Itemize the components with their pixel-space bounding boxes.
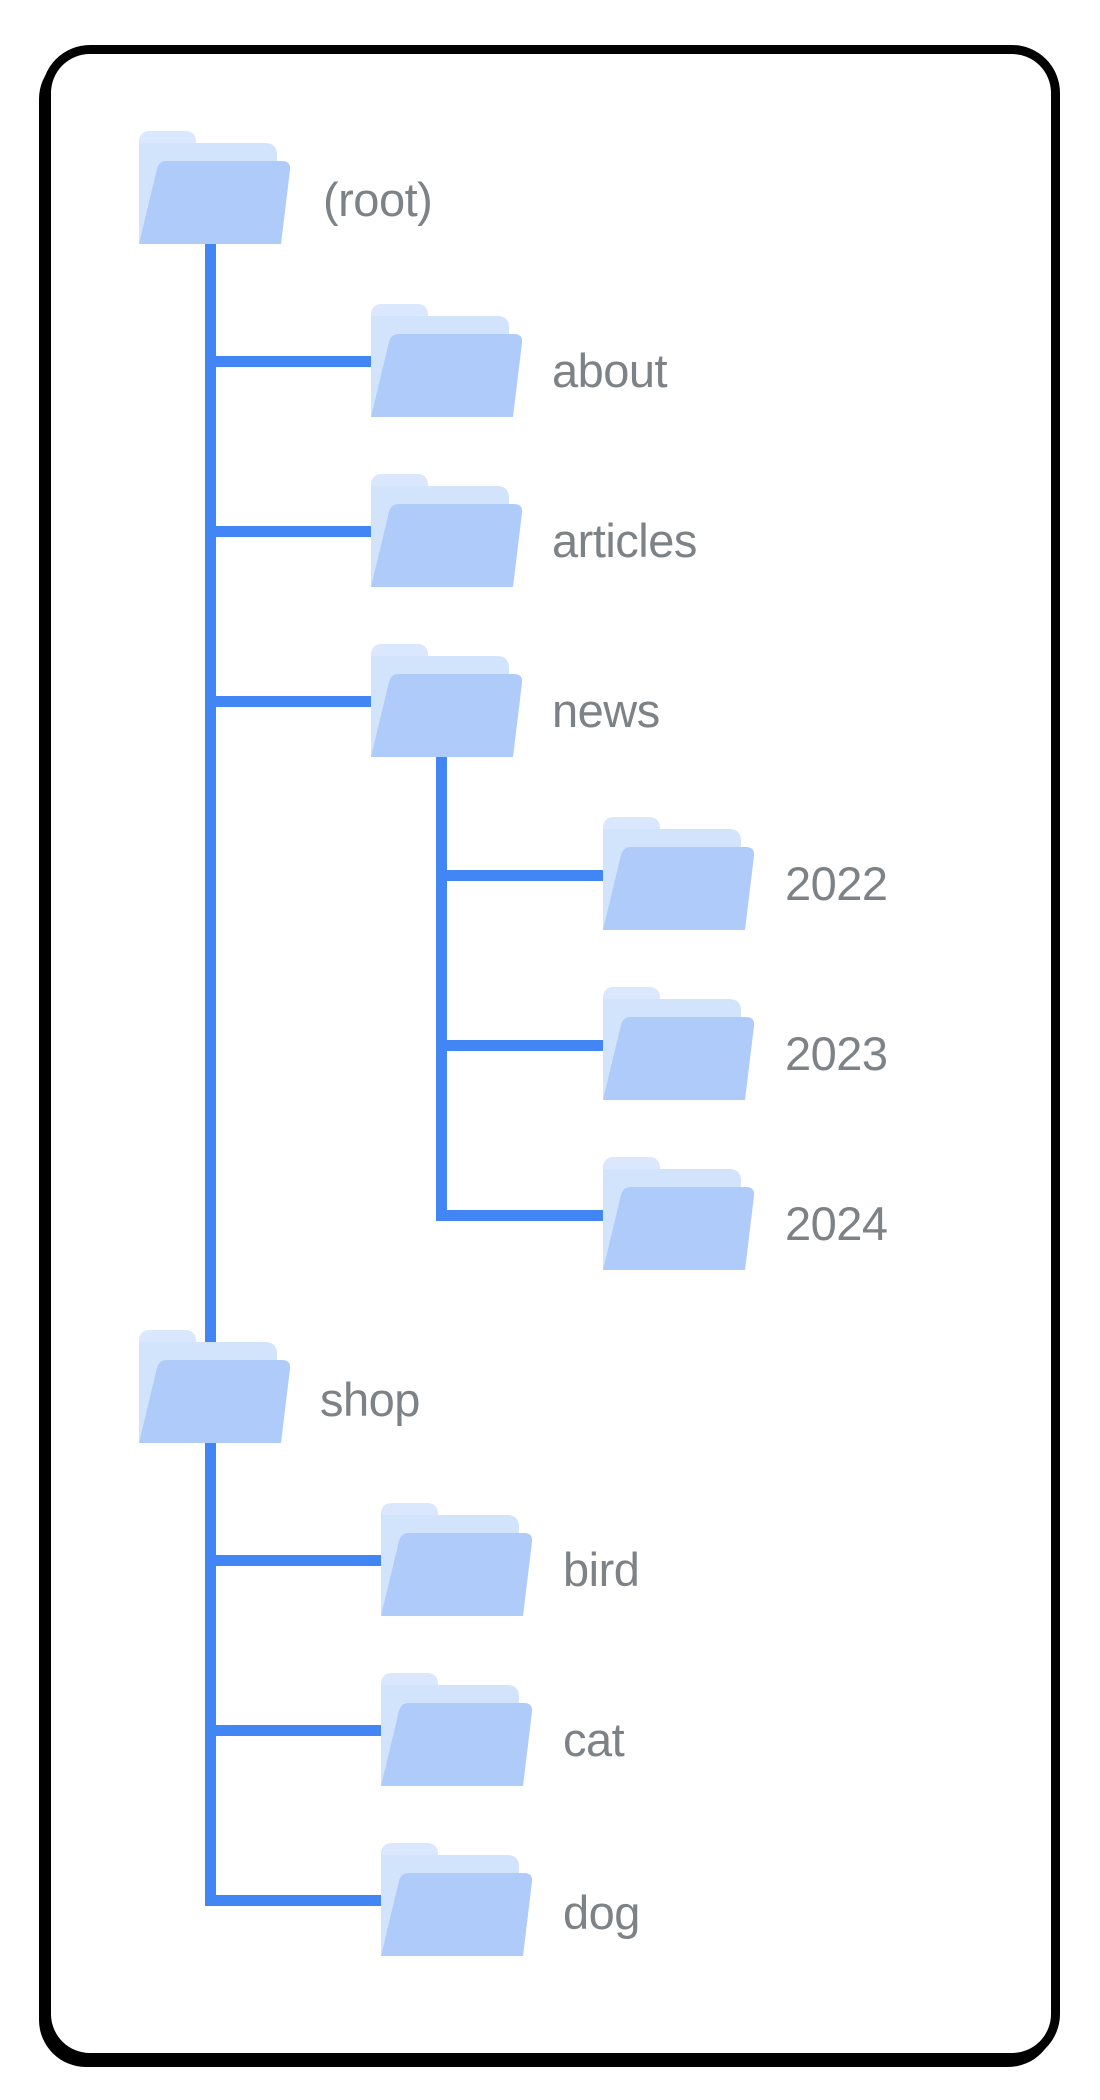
connector-branch-2024 [436,1210,610,1221]
folder-label-cat: cat [563,1713,625,1766]
folder-icon-2022 [603,817,755,930]
folder-icon-2023 [603,987,755,1100]
connector-news-trunk [436,755,447,1221]
folder-label-2023: 2023 [785,1027,888,1080]
folder-icon-bird [381,1503,533,1616]
folder-label-articles: articles [552,514,697,567]
folder-icon-2024 [603,1157,755,1270]
connector-branch-dog [205,1895,388,1906]
connector-branch-news [205,696,378,707]
folder-label-dog: dog [563,1886,640,1939]
connector-branch-2023 [436,1040,610,1051]
folder-label-bird: bird [563,1543,640,1596]
connector-root-trunk [205,244,216,1906]
connector-branch-about [205,356,378,367]
connector-branch-articles [205,526,378,537]
folder-label-news: news [552,684,660,737]
folder-label-2024: 2024 [785,1197,888,1250]
folder-label-2022: 2022 [785,857,888,910]
folder-icon-articles [371,474,523,587]
folder-icon-cat [381,1673,533,1786]
folder-label-shop: shop [320,1373,420,1426]
folder-icon-dog [381,1843,533,1956]
folder-label-root: (root) [323,173,433,226]
connector-branch-cat [205,1725,388,1736]
folder-label-about: about [552,344,668,397]
connector-branch-2022 [436,870,610,881]
structure-card [42,45,1060,2062]
folder-icon-news [371,644,523,757]
folder-icon-root [139,131,291,244]
connector-branch-bird [205,1555,388,1566]
folder-icon-shop [139,1330,291,1443]
folder-icon-about [371,304,523,417]
